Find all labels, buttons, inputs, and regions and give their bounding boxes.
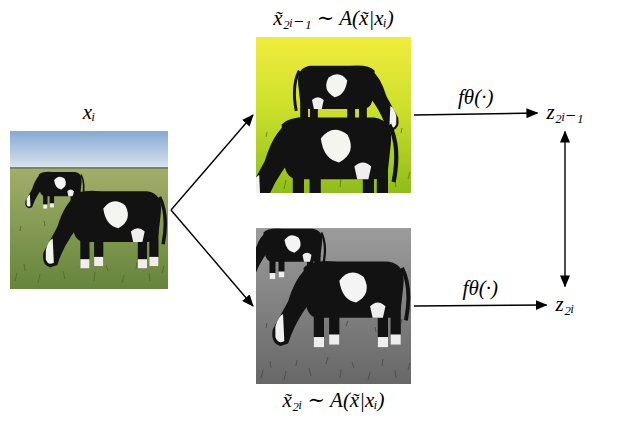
embedding-label: z₂ᵢ [550,289,581,320]
image-caption: xᵢ [83,100,96,125]
grayscale-crop-photo [256,228,411,384]
image-caption: x̃₂ᵢ₋₁ ∼ A(x̃|xᵢ) [273,6,394,31]
arrow-connector [564,132,565,287]
arrow-connector [414,113,537,115]
augmented-image: x̃₂ᵢ ∼ A(x̃|xᵢ) [256,228,411,384]
color-jitter-crop-photo [256,37,411,193]
vector-name: z₂ᵢ₋₁ [546,100,583,125]
arrow-connector [414,305,547,306]
original-photo [10,131,168,289]
function-label: fθ(·) [460,276,501,301]
function-label: fθ(·) [455,85,496,110]
input-image: xᵢ [10,131,168,289]
image-caption: x̃₂ᵢ ∼ A(x̃|xᵢ) [282,388,384,413]
vector-name: z₂ᵢ [556,292,575,317]
arrow-connector [171,210,253,306]
embedding-label: z₂ᵢ₋₁ [540,97,589,128]
augmented-image: x̃₂ᵢ₋₁ ∼ A(x̃|xᵢ) [256,37,411,193]
arrow-connector [171,115,253,210]
